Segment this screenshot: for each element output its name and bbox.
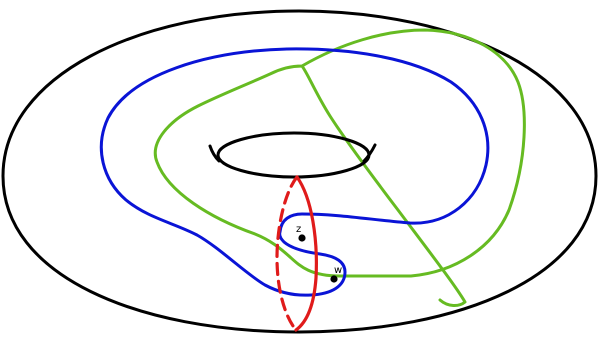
- torus-outer-boundary: [1, 9, 598, 334]
- green-curve: [153, 28, 526, 307]
- red-meridian-front: [294, 175, 318, 332]
- torus-inner-hole-left-tick: [208, 144, 221, 163]
- torus-inner-hole-right-tick: [362, 143, 377, 163]
- basepoint-z-label: z: [296, 224, 301, 235]
- basepoint-w-label: w: [334, 265, 342, 276]
- torus-inner-hole: [216, 131, 371, 179]
- red-meridian-back-dashed: [275, 175, 299, 332]
- basepoint-w: [330, 275, 338, 283]
- blue-curve: [99, 47, 490, 297]
- basepoint-z: [298, 234, 306, 242]
